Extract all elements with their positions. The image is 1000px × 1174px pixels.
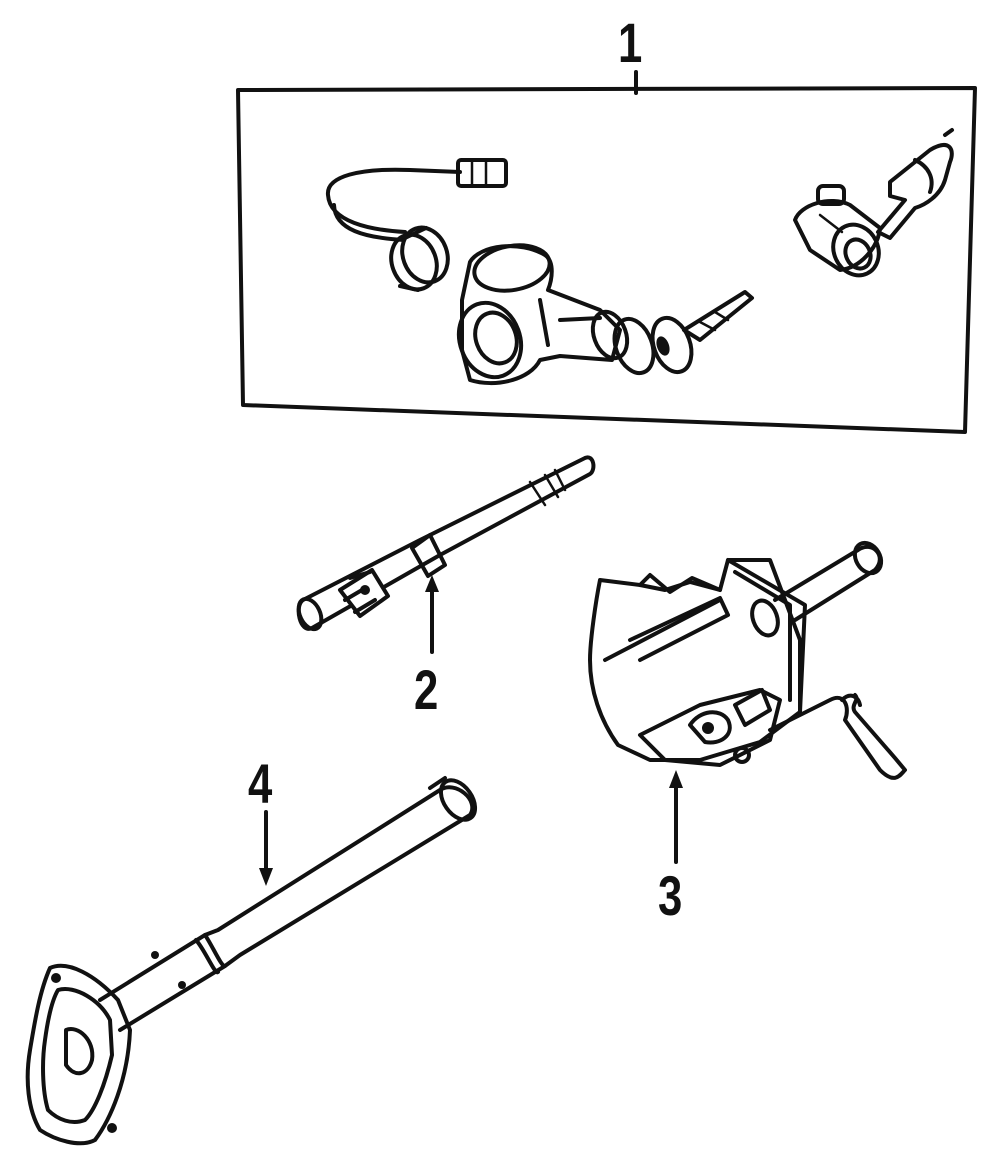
part-2-steering-shaft — [296, 455, 596, 654]
callout-2-arrowhead — [425, 575, 439, 592]
callout-2: 2 — [414, 658, 439, 721]
ignition-switch-with-harness — [325, 158, 508, 292]
callout-3-arrowhead — [669, 770, 683, 788]
part-1-box — [236, 86, 977, 434]
lock-cylinder-housing — [456, 243, 622, 385]
callout-4-arrowhead — [259, 868, 273, 886]
lock-retainer-clip — [876, 128, 954, 240]
part-1-lock-set — [236, 70, 977, 434]
ignition-key — [590, 290, 754, 376]
callout-4: 4 — [248, 752, 273, 815]
door-lock-cylinder — [793, 184, 882, 278]
callout-3: 3 — [658, 864, 683, 927]
part-3-column-housing — [588, 540, 907, 864]
callout-1: 1 — [618, 11, 643, 74]
part-4-column-tube — [25, 776, 478, 1146]
